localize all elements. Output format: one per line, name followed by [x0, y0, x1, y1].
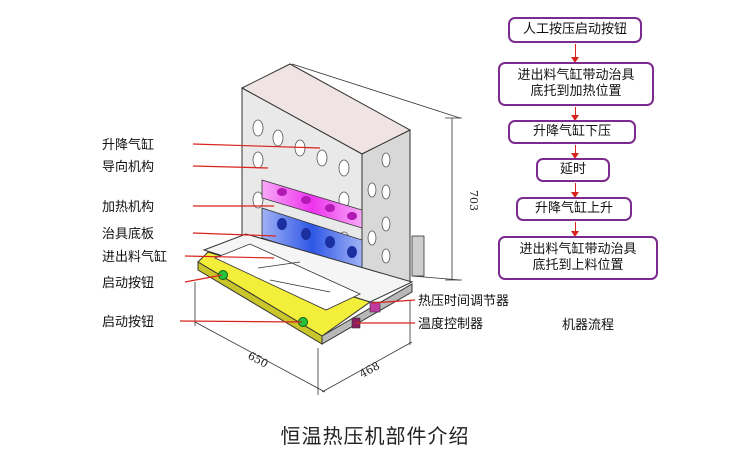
start-button-1[interactable]	[218, 270, 228, 280]
machine-base	[197, 233, 414, 345]
flow-step-4: 延时	[536, 158, 610, 182]
label-guide: 导向机构	[102, 159, 154, 175]
flow-step-6: 进出料气缸带动治具 底托到上料位置	[498, 236, 658, 280]
label-temp-controller: 温度控制器	[418, 316, 483, 332]
flow-step-3: 升降气缸下压	[508, 120, 636, 144]
label-start-button-2: 启动按钮	[102, 315, 154, 330]
label-heating: 加热机构	[102, 200, 154, 215]
label-start-button-1: 启动按钮	[102, 276, 154, 291]
timer-dial[interactable]	[369, 301, 381, 313]
flow-step-5: 升降气缸上升	[516, 197, 632, 221]
flow-step-1: 人工按压启动按钮	[508, 17, 642, 43]
leader-lines	[179, 143, 416, 324]
dim-height: 703	[467, 190, 480, 211]
machine-frame	[240, 63, 425, 306]
dim-width: 650	[246, 349, 271, 370]
label-feed-cylinder: 进出料气缸	[102, 249, 167, 265]
dimension-lines	[194, 63, 462, 395]
label-timer: 热压时间调节器	[418, 294, 509, 309]
page-caption: 恒温热压机部件介绍	[280, 424, 470, 448]
label-fixture-plate: 治具底板	[102, 226, 154, 242]
label-cylinder: 升降气缸	[102, 137, 154, 153]
flow-step-2: 进出料气缸带动治具 底托到加热位置	[498, 62, 654, 106]
flow-title: 机器流程	[562, 318, 615, 333]
dim-depth: 468	[357, 359, 382, 380]
